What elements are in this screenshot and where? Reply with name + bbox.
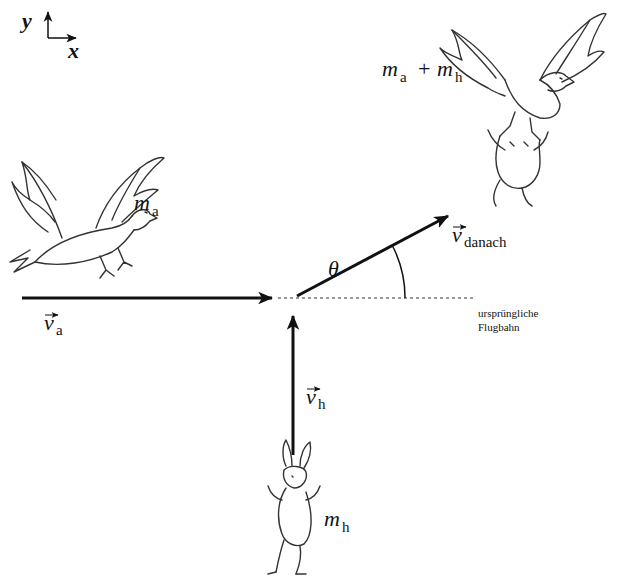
velocity-symbol: v bbox=[306, 386, 316, 408]
operator: + bbox=[418, 58, 430, 80]
velocity-symbol: v bbox=[452, 224, 462, 246]
mass-subscript: a bbox=[400, 70, 407, 85]
eagle-sketch bbox=[10, 157, 164, 278]
velocity-subscript: h bbox=[318, 397, 326, 412]
velocity-subscript: a bbox=[56, 323, 63, 338]
mass-symbol: m bbox=[324, 508, 340, 530]
velocity-arrow bbox=[292, 316, 295, 455]
mass-symbol: m bbox=[437, 58, 453, 80]
mass-subscript: h bbox=[342, 520, 350, 535]
mass-subscript: h bbox=[455, 70, 463, 85]
velocity-subscript: danach bbox=[464, 235, 506, 250]
axis-label: y bbox=[22, 10, 32, 32]
x-axis bbox=[48, 37, 76, 39]
y-axis bbox=[47, 12, 49, 38]
mass-symbol: m bbox=[382, 58, 398, 80]
hare-sketch bbox=[268, 440, 320, 574]
velocity-arrow bbox=[297, 216, 448, 296]
angle-symbol: θ bbox=[328, 258, 339, 280]
axis-label: x bbox=[68, 40, 79, 62]
original-path bbox=[278, 298, 474, 299]
axes-icon bbox=[48, 12, 76, 38]
vector-marks bbox=[45, 227, 466, 389]
velocity-arrow bbox=[22, 297, 272, 300]
angle-arc bbox=[392, 245, 405, 298]
velocity-symbol: v bbox=[44, 312, 54, 334]
mass-symbol: m bbox=[134, 192, 150, 214]
mass-subscript: a bbox=[152, 204, 159, 219]
path-note: ursprüngliche Flugbahn bbox=[478, 306, 568, 335]
eagle-with-hare-sketch bbox=[440, 13, 606, 206]
